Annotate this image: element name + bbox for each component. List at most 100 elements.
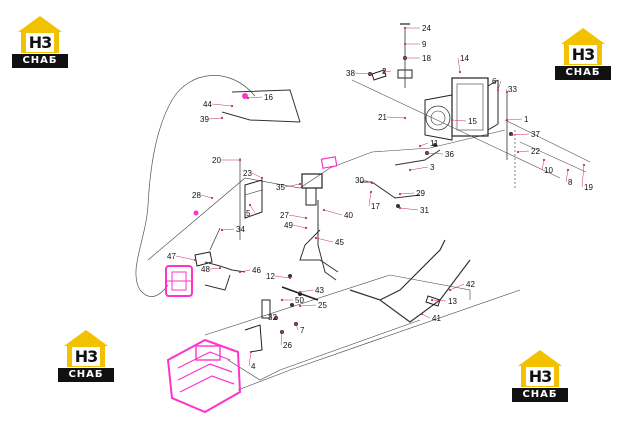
callout-leader xyxy=(211,103,233,107)
callout-leader xyxy=(239,269,251,273)
callout-24: 24 xyxy=(403,24,431,33)
callout-dot xyxy=(403,56,407,60)
callout-leader xyxy=(221,228,235,231)
callout-number: 48 xyxy=(201,265,210,274)
callout-number: 34 xyxy=(236,225,245,234)
callout-dot xyxy=(304,216,308,220)
callout-number: 22 xyxy=(531,147,540,156)
logo-wordmark: CHAБ xyxy=(58,368,114,382)
callout-dot xyxy=(496,88,500,92)
callout-30: 30 xyxy=(355,176,374,185)
callout-dot xyxy=(370,181,374,185)
callout-18: 18 xyxy=(403,54,431,63)
sensor-nut xyxy=(298,292,302,296)
callout-dot xyxy=(418,144,422,148)
callout-dot xyxy=(448,288,452,292)
callout-leader xyxy=(457,57,461,73)
callout-6: 6 xyxy=(492,77,502,92)
callout-number: 27 xyxy=(280,211,289,220)
callout-40: 40 xyxy=(322,208,353,220)
callout-leader xyxy=(251,172,263,179)
highlight-part-top xyxy=(320,156,338,169)
callout-leader xyxy=(323,209,343,216)
callout-number: 31 xyxy=(420,206,429,215)
callout-37: 37 xyxy=(510,130,540,139)
brand-logo-bottom-left: H3 CHAБ xyxy=(58,330,114,384)
outline-panel xyxy=(147,129,506,261)
callout-dot xyxy=(566,168,570,172)
callout-36: 36 xyxy=(425,150,454,159)
callout-dot xyxy=(220,228,224,232)
callout-number: 38 xyxy=(346,69,355,78)
callout-number: 33 xyxy=(508,85,517,94)
callout-38: 38 xyxy=(346,69,372,78)
pipe-long-right xyxy=(349,239,446,301)
logo-wordmark: CHAБ xyxy=(555,66,611,80)
logo-mark: H3 xyxy=(526,367,554,386)
callout-49: 49 xyxy=(284,221,308,230)
callout-dot xyxy=(230,104,234,108)
callout-number: 3 xyxy=(430,163,435,172)
callout-number: 17 xyxy=(371,202,380,211)
logo-mark: H3 xyxy=(569,45,597,64)
callout-dot xyxy=(304,226,308,230)
pipe-vertical xyxy=(317,200,337,281)
callout-number: 16 xyxy=(264,93,273,102)
callout-33: 33 xyxy=(505,85,517,94)
callout-leader xyxy=(280,331,283,346)
callout-dot xyxy=(516,150,520,154)
callout-leader xyxy=(284,183,301,188)
callout-leader xyxy=(299,304,317,307)
callout-dot xyxy=(294,322,298,326)
callout-39: 39 xyxy=(200,115,224,124)
callout-leader xyxy=(208,117,223,120)
callout-number: 28 xyxy=(192,191,201,200)
callout-dot xyxy=(298,290,302,294)
callout-dot xyxy=(248,203,252,207)
axis-line-radiator xyxy=(351,79,561,179)
callout-dot xyxy=(193,258,197,262)
callout-leader xyxy=(288,214,307,219)
callout-number: 47 xyxy=(167,252,176,261)
callout-dot xyxy=(425,151,429,155)
highlight-part-16 xyxy=(242,93,248,99)
callout-number: 2 xyxy=(382,67,387,76)
callout-dot xyxy=(403,116,407,120)
callout-number: 4 xyxy=(251,362,256,371)
callout-dot xyxy=(398,206,402,210)
callout-14: 14 xyxy=(457,54,469,74)
callout-28: 28 xyxy=(192,191,214,200)
callout-leader xyxy=(517,150,530,153)
logo-mark: H3 xyxy=(26,33,54,52)
callout-leader xyxy=(449,283,465,291)
callout-dot xyxy=(314,236,318,240)
callout-number: 5 xyxy=(246,209,251,218)
callout-dot xyxy=(398,192,402,196)
callout-2: 2 xyxy=(382,67,392,76)
callout-dot xyxy=(274,316,278,320)
callout-number: 11 xyxy=(430,139,439,148)
callout-dot xyxy=(238,270,242,274)
filter-bracket xyxy=(301,173,323,206)
callout-leader xyxy=(541,159,545,171)
callout-26: 26 xyxy=(280,330,292,350)
callout-31: 31 xyxy=(398,206,429,215)
callout-leader xyxy=(565,169,569,183)
bolt-31 xyxy=(396,204,400,208)
fan-shroud xyxy=(424,94,453,141)
callout-leader xyxy=(431,299,447,302)
callout-34: 34 xyxy=(220,225,245,234)
callout-25: 25 xyxy=(298,301,327,310)
callout-3: 3 xyxy=(408,163,435,172)
pipe-left xyxy=(204,261,246,273)
bolt-11 xyxy=(433,143,437,147)
callout-dot xyxy=(288,276,292,280)
callout-number: 24 xyxy=(422,24,431,33)
callout-number: 36 xyxy=(445,150,454,159)
callout-number: 6 xyxy=(492,77,497,86)
callout-leader xyxy=(292,224,307,229)
cap-18 xyxy=(397,69,413,79)
callout-number: 41 xyxy=(432,314,441,323)
